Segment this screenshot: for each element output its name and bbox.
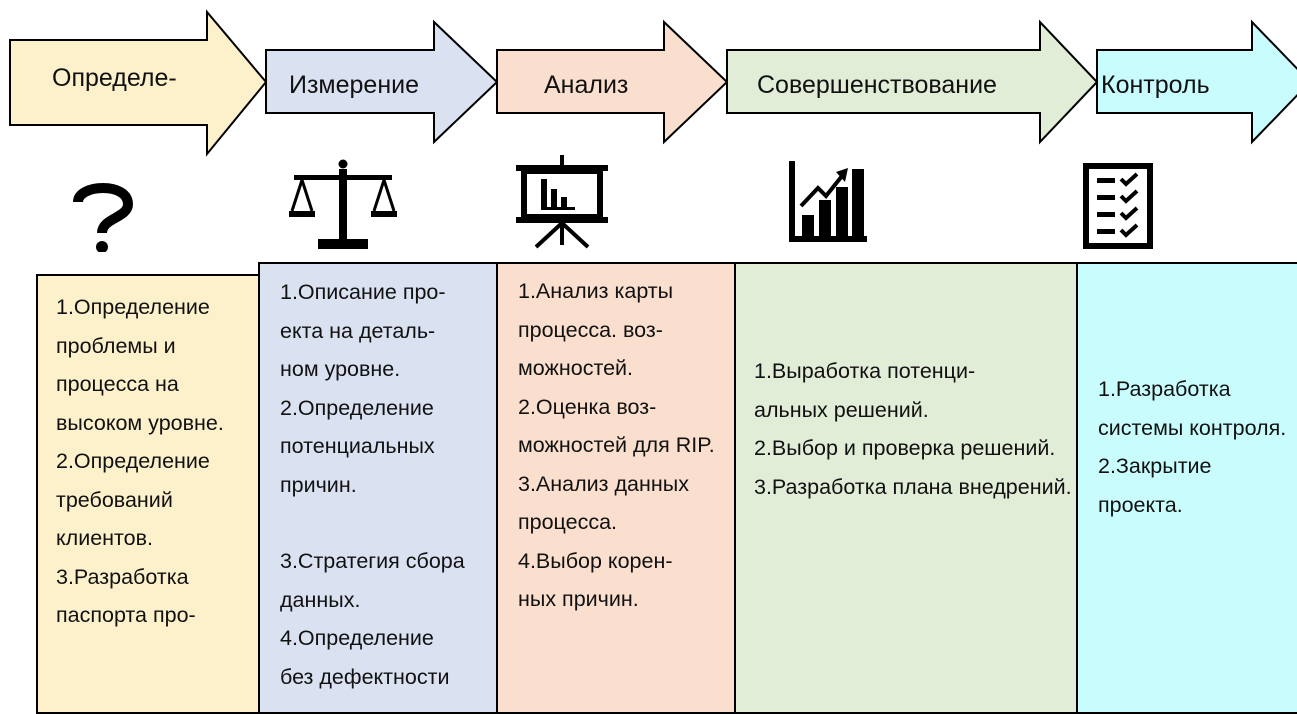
stage-label-define: Определе- xyxy=(52,64,177,92)
measure-item-4: 4.Определение xyxy=(280,626,434,650)
analyze-box: 1.Анализ карты процесса. воз- можностей.… xyxy=(496,262,736,714)
measure-item-3: 3.Стратегия сбора данных. xyxy=(280,549,465,612)
control-box: 1.Разработка системы контроля. 2.Закрыти… xyxy=(1076,262,1297,714)
scales-icon xyxy=(289,159,397,249)
stage-label-analyze: Анализ xyxy=(544,71,629,99)
process-arrows xyxy=(9,9,1297,157)
question-icon xyxy=(73,183,134,252)
control-item-2: 2.Закрытие проекта. xyxy=(1098,454,1212,517)
improve-box: 1.Выработка потенци- альных решений. 2.В… xyxy=(734,262,1078,714)
define-item-2: 2.Определение требований клиентов. xyxy=(56,449,210,550)
measure-box: 1.Описание про- екта на деталь- ном уров… xyxy=(258,262,498,714)
arrow-analyze xyxy=(496,19,729,145)
analyze-item-1: 1.Анализ карты процесса. воз- можностей. xyxy=(518,279,674,380)
analyze-item-2: 2.Оценка воз- можностей для RIP. xyxy=(518,394,715,458)
control-item-1: 1.Разработка системы контроля. xyxy=(1098,377,1287,440)
measure-item-2: 2.Определение потенциальных причин. xyxy=(280,395,435,497)
define-item-1: 1.Определение проблемы и процесса на выс… xyxy=(56,295,224,435)
presentation-icon xyxy=(516,155,608,249)
arrow-improve xyxy=(726,19,1099,145)
stage-label-improve: Совершенствование xyxy=(757,71,997,99)
improve-item-1: 1.Выработка потенци- альных решений. xyxy=(754,359,976,422)
analyze-item-3: 3.Анализ данных процесса. xyxy=(518,471,689,535)
improve-item-2: 2.Выбор и проверка решений. xyxy=(754,436,1056,460)
measure-item-1: 1.Описание про- екта на деталь- ном уров… xyxy=(280,280,446,381)
measure-spacer xyxy=(280,504,490,542)
arrow-control xyxy=(1096,19,1297,145)
stage-label-control: Контроль xyxy=(1101,71,1210,99)
measure-item-4-cut: без дефектности xyxy=(280,664,450,689)
arrow-define xyxy=(9,9,268,157)
analyze-item-4: 4.Выбор корен- ных причин. xyxy=(518,548,673,612)
define-box: 1.Определение проблемы и процесса на выс… xyxy=(36,274,260,714)
growth-chart-icon xyxy=(789,161,867,242)
arrow-measure xyxy=(265,19,499,145)
checklist-icon xyxy=(1083,163,1153,249)
improve-item-3: 3.Разработка плана внедрений. xyxy=(754,474,1072,499)
stage-label-measure: Измерение xyxy=(289,71,420,99)
define-item-3: 3.Разработка паспорта про- xyxy=(56,564,196,628)
